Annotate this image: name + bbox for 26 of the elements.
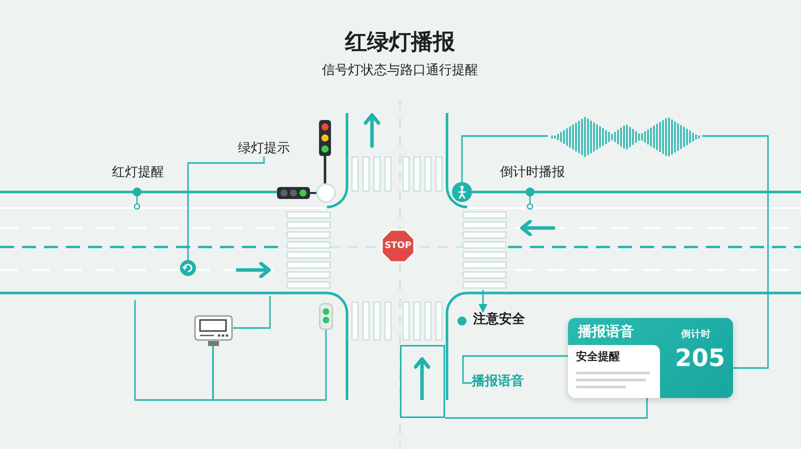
leader-line (134, 300, 214, 401)
callout-label: 播报语音 (472, 374, 524, 390)
leader-line (462, 355, 568, 384)
pedestrian-icon (452, 182, 472, 202)
subtitle: 信号灯状态与路口通行提醒 (322, 63, 478, 79)
leader-line (233, 296, 271, 329)
monitor-icon (194, 315, 233, 346)
leader-line (702, 135, 769, 369)
leader-line (187, 156, 265, 260)
card-title: 播报语音 (578, 324, 634, 340)
countdown-value: 205 (675, 345, 726, 373)
traffic-light-icon (319, 303, 333, 330)
countdown-label: 倒计时 (681, 330, 711, 341)
callout-label: 倒计时播报 (500, 165, 565, 181)
card-heading: 安全提醒 (576, 351, 620, 364)
arrow (478, 290, 488, 313)
leader-line (445, 398, 648, 419)
lane-outline (400, 345, 445, 418)
stop-sign: STOP (381, 229, 415, 263)
callout-label: 绿灯提示 (238, 141, 290, 157)
callout-label: 红灯提醒 (112, 165, 164, 181)
callout-label: 注意安全 (473, 312, 525, 328)
info-card (568, 318, 733, 398)
title: 红绿灯播报 (345, 30, 455, 56)
leader-line (212, 330, 327, 401)
leader-line (461, 135, 548, 182)
